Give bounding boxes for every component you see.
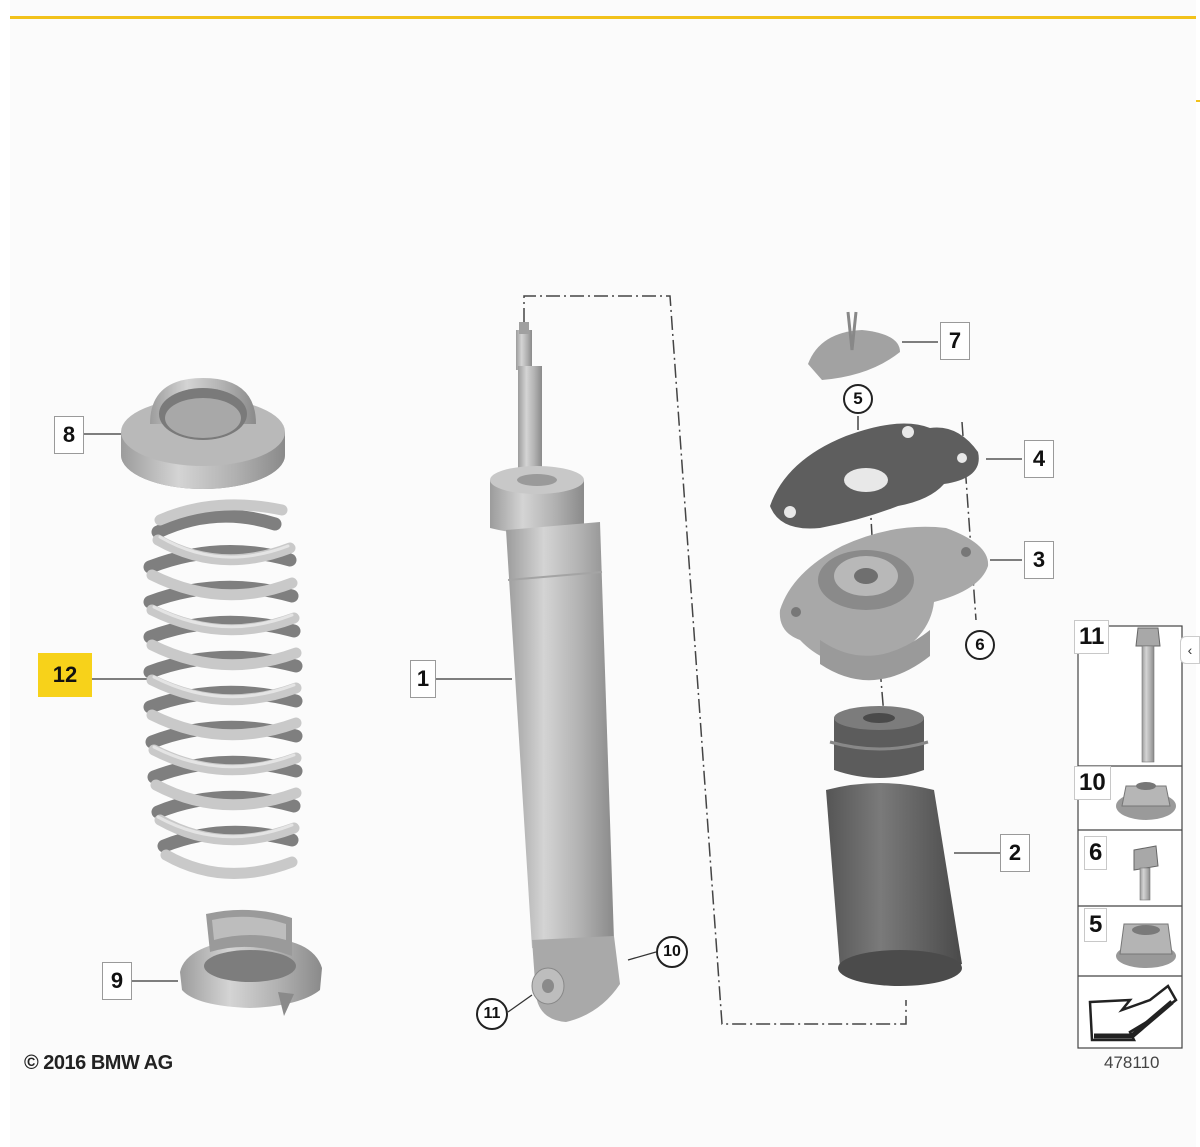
support-bearing-illustration — [779, 526, 989, 681]
hex-nut-illustration — [1116, 923, 1176, 968]
circled-callout-11[interactable]: 11 — [476, 998, 508, 1030]
callout-7[interactable]: 7 — [940, 322, 970, 360]
flange-nut-illustration — [1116, 782, 1176, 820]
callout-2[interactable]: 2 — [1000, 834, 1030, 872]
callout-12[interactable]: 12 — [38, 653, 92, 697]
gasket-illustration — [770, 423, 979, 529]
panel-label-5[interactable]: 5 — [1084, 908, 1108, 942]
callout-8[interactable]: 8 — [54, 416, 84, 454]
diagram-reference-number: 478110 — [1104, 1053, 1160, 1072]
callout-1[interactable]: 1 — [410, 660, 436, 698]
callout-4[interactable]: 4 — [1024, 440, 1054, 478]
collapse-panel-tab[interactable]: ‹ — [1180, 636, 1200, 664]
locking-plate-illustration — [808, 311, 900, 380]
edge-tick — [1196, 100, 1200, 102]
callout-9[interactable]: 9 — [102, 962, 132, 1000]
leader-lines — [84, 341, 1022, 1013]
panel-label-10[interactable]: 10 — [1074, 766, 1111, 800]
coil-spring-illustration — [143, 499, 303, 879]
top-accent-rule — [10, 16, 1196, 19]
bump-stop-illustration — [826, 706, 962, 986]
circled-callout-5[interactable]: 5 — [843, 384, 873, 414]
bolt-long-illustration — [1135, 627, 1161, 763]
panel-label-6[interactable]: 6 — [1084, 836, 1108, 870]
panel-label-11[interactable]: 11 — [1074, 620, 1110, 654]
direction-arrow-icon — [1088, 984, 1178, 1042]
spring-pad-upper-illustration — [121, 378, 285, 489]
callout-3[interactable]: 3 — [1024, 541, 1054, 579]
bolt-short-illustration — [1133, 845, 1159, 901]
spring-pad-lower-illustration — [180, 909, 322, 1016]
circled-callout-10[interactable]: 10 — [656, 936, 688, 968]
shock-absorber-illustration — [490, 322, 620, 1022]
circled-callout-6[interactable]: 6 — [965, 630, 995, 660]
copyright-text: © 2016 BMW AG — [24, 1052, 173, 1074]
